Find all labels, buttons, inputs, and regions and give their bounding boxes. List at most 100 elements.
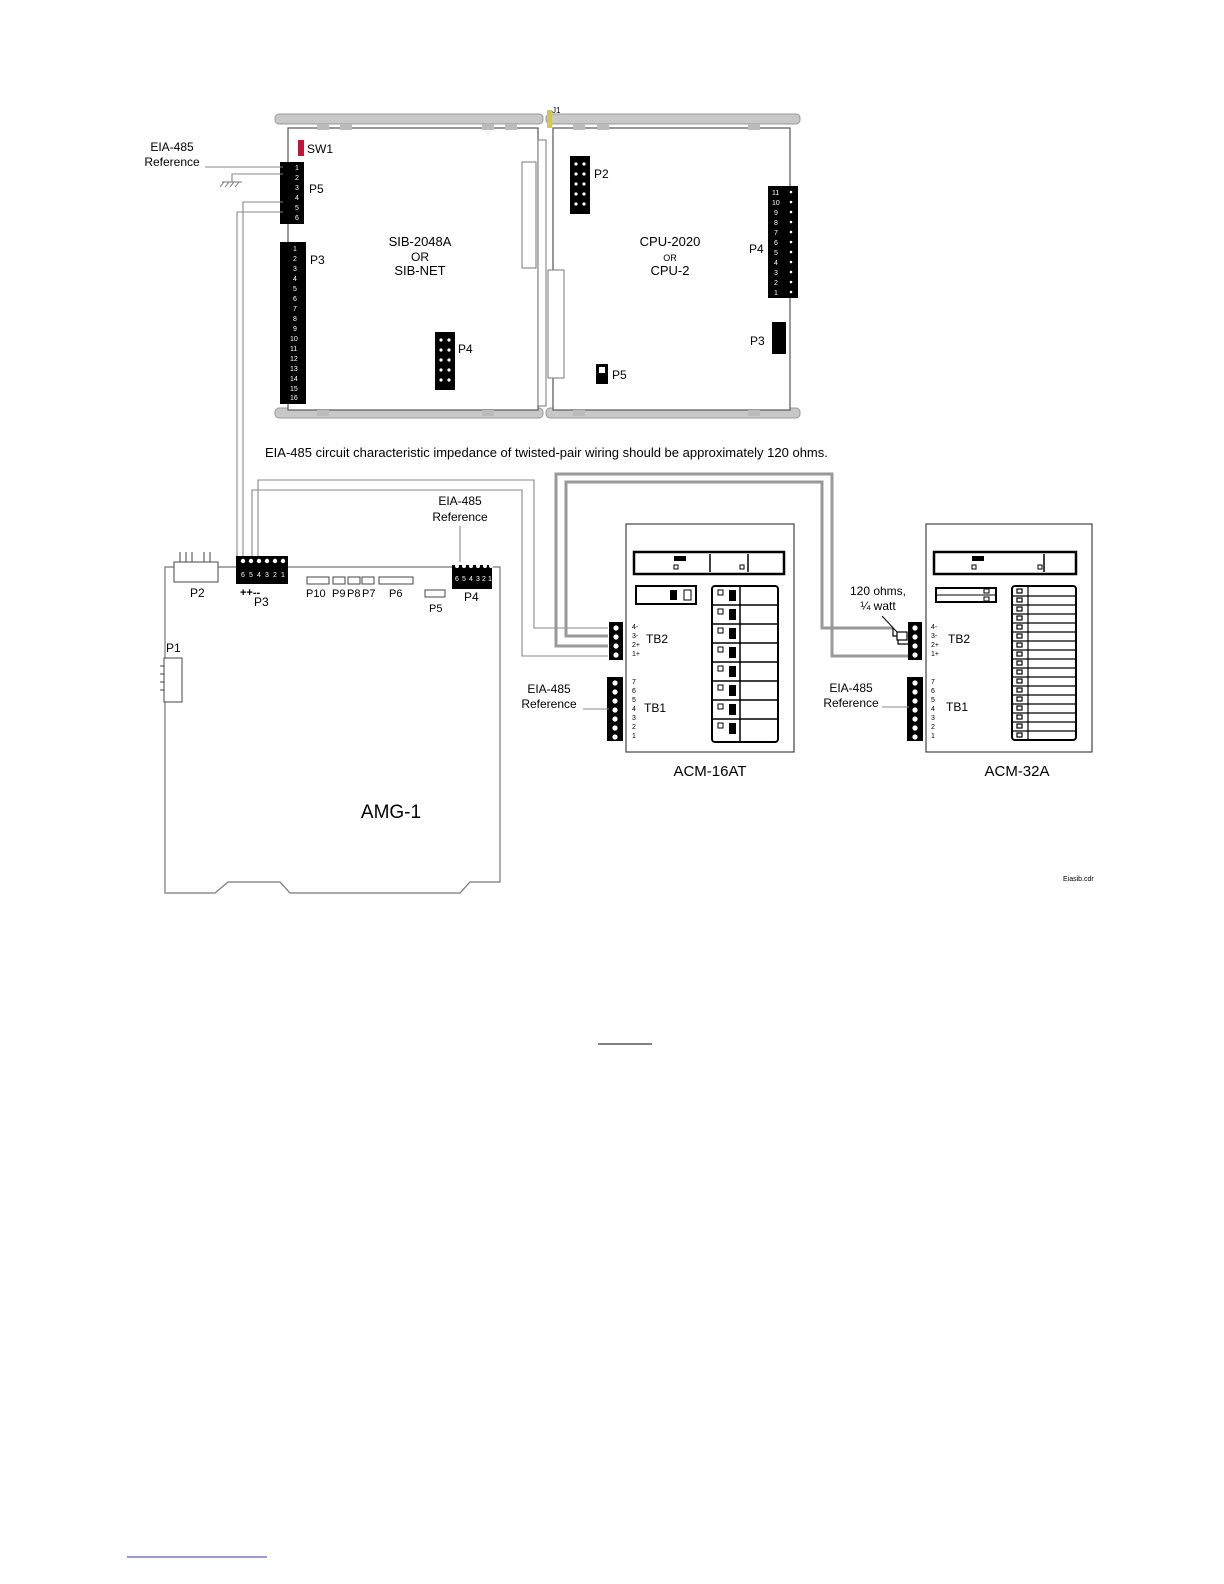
- acm16-tb1-pin: 7: [632, 679, 636, 686]
- sib-p3-pin: 7: [293, 306, 297, 313]
- cpu-name-or: OR: [663, 253, 677, 263]
- acm32-tb1-label: TB1: [946, 700, 968, 714]
- acm16at-module: 4- 3- 2+ 1+ TB2 7 6 5 4 3 2 1 TB1 EIA-48…: [521, 523, 795, 780]
- acm32a-module: 120 ohms, ¼ watt 4- 3- 2+ 1+ TB2 7 6 5 4…: [823, 523, 1093, 780]
- wire-amg-acm16-b: [257, 479, 608, 629]
- amg-p4-pin: 5: [462, 576, 466, 583]
- acm32-tb2-pin: 2+: [931, 642, 939, 649]
- sib-name-or: OR: [411, 250, 429, 264]
- acm32-tb1-screws: [912, 680, 918, 740]
- sib-clip: [340, 124, 352, 130]
- amg-p10-header: [306, 576, 330, 585]
- ground-symbol: [219, 181, 242, 188]
- acm16-tb1-pin: 2: [632, 724, 636, 731]
- amg-name: AMG-1: [361, 802, 421, 823]
- sib-p3-pin: 6: [293, 296, 297, 303]
- sib-p3-pin: 12: [290, 356, 298, 363]
- amg-p4-pin: 6: [455, 576, 459, 583]
- acm32-tb2-terminal: [908, 622, 922, 660]
- acm16-tb1-pin: 5: [632, 697, 636, 704]
- sib-p3-pin: 15: [290, 386, 298, 393]
- cpu-p4-pin: 10: [772, 200, 780, 207]
- cpu-pcb: [552, 127, 791, 411]
- amg-p1-label: P1: [166, 641, 181, 655]
- sib-p5-connector: [280, 162, 304, 224]
- cpu-p4-pins: 11 10 9 8 7 6 5 4 3 2 1: [772, 190, 780, 297]
- acm32-display-dot: [1037, 564, 1043, 570]
- sib-p3-pin: 16: [290, 395, 298, 402]
- cpu-p5-label: P5: [612, 368, 627, 382]
- cpu-p4-connector: [768, 186, 798, 298]
- acm32-ref-line2: Reference: [823, 696, 879, 710]
- acm16-display-dot: [673, 564, 679, 570]
- sib-p3-pin: 13: [290, 366, 298, 373]
- cpu-top-rail: [545, 113, 801, 125]
- cpu-p4-pin: 9: [774, 210, 778, 217]
- amg-board: P2 P1 6 5 4 3 2 1 ++-- P3 P10 P9 P8 P7 P…: [160, 494, 501, 894]
- acm32-display-led: [972, 556, 984, 561]
- acm16-ref-line2: Reference: [521, 697, 577, 711]
- cpu-p4-pin: 4: [774, 260, 778, 267]
- acm16-tb2-pin: 3-: [632, 633, 639, 640]
- j1-label: J1: [552, 106, 561, 115]
- wire-sib-amg-1: [242, 201, 283, 557]
- amg-p6-label: P6: [389, 588, 402, 600]
- cpu-p4-pin: 3: [774, 270, 778, 277]
- amg-p3-pin: 2: [273, 572, 277, 579]
- amg-p3-label: P3: [254, 595, 269, 609]
- cpu-p4-pin: 11: [772, 190, 779, 197]
- acm16-control-key: [683, 589, 692, 601]
- file-tag: Eiasib.cdr: [1063, 876, 1094, 883]
- sib-clip: [482, 124, 494, 130]
- amg-ref-line1: EIA-485: [438, 494, 482, 508]
- acm32-tb1-pin: 5: [931, 697, 935, 704]
- acm16-tb1-pin: 6: [632, 688, 636, 695]
- cpu-p4-pin: 7: [774, 230, 778, 237]
- cpu-p4-pin: 6: [774, 240, 778, 247]
- sib-p3-pin: 10: [290, 336, 298, 343]
- impedance-note: EIA-485 circuit characteristic impedance…: [265, 445, 828, 460]
- acm16-tb2-pin: 2+: [632, 642, 640, 649]
- acm32-tb1-pin: 2: [931, 724, 935, 731]
- sib-p4-header: [435, 332, 455, 390]
- amg-p7-header: [361, 576, 375, 585]
- acm32-tb1-pin: 3: [931, 715, 935, 722]
- cpu-clip: [748, 124, 760, 130]
- cpu-edge-connector: [547, 269, 565, 379]
- cpu-p2-header: [570, 156, 590, 214]
- acm16-point-column: [711, 585, 779, 743]
- acm16-tb2-pin: 1+: [632, 651, 640, 658]
- acm16-tb1-pin: 4: [632, 706, 636, 713]
- amg-p4-terminal: [452, 565, 492, 589]
- wire-amg-acm16-a: [251, 489, 608, 657]
- sib-p3-pin: 1: [293, 246, 297, 253]
- sib-p3-pin: 5: [293, 286, 297, 293]
- acm16-name: ACM-16AT: [673, 763, 746, 780]
- sib-p5-pin: 6: [295, 215, 299, 222]
- acm32-tb1-pin: 7: [931, 679, 935, 686]
- wire-acm16-acm32-twisted-b: [554, 472, 910, 658]
- amg-p1-pins: [160, 665, 164, 691]
- sib-eia485-reference: EIA-485 Reference: [144, 140, 283, 188]
- sib-p3-pin: 9: [293, 326, 297, 333]
- sib-board: SW1 1 2 3 4 5 6 P5 1 2 3 4 5 6 7 8 9 10 …: [274, 113, 547, 419]
- amg-p4-pin: 3: [476, 576, 480, 583]
- sib-p3-pins: 1 2 3 4 5 6 7 8 9 10 11 12 13 14 15 16: [290, 246, 298, 402]
- sib-name-line1: SIB-2048A: [389, 234, 452, 249]
- acm16-tb2-label: TB2: [646, 632, 668, 646]
- amg-p3-polarity: ++--: [240, 587, 261, 599]
- sib-p5-pin: 4: [295, 195, 299, 202]
- cpu-p4-dots: [789, 190, 793, 294]
- amg-p1-connector: [163, 657, 183, 703]
- sib-ref-line1: EIA-485: [150, 140, 194, 154]
- acm32-ref-line1: EIA-485: [829, 681, 873, 695]
- sib-p3-pin: 4: [293, 276, 297, 283]
- cpu-p3-label: P3: [750, 334, 765, 348]
- acm16-tb1-screws: [612, 680, 618, 740]
- acm16-tb2-pin: 4-: [632, 624, 639, 631]
- j1-tab: [547, 110, 552, 128]
- sib-pcb: [287, 127, 539, 411]
- sw1-label: SW1: [307, 142, 333, 156]
- sib-p5-pin: 1: [295, 165, 299, 172]
